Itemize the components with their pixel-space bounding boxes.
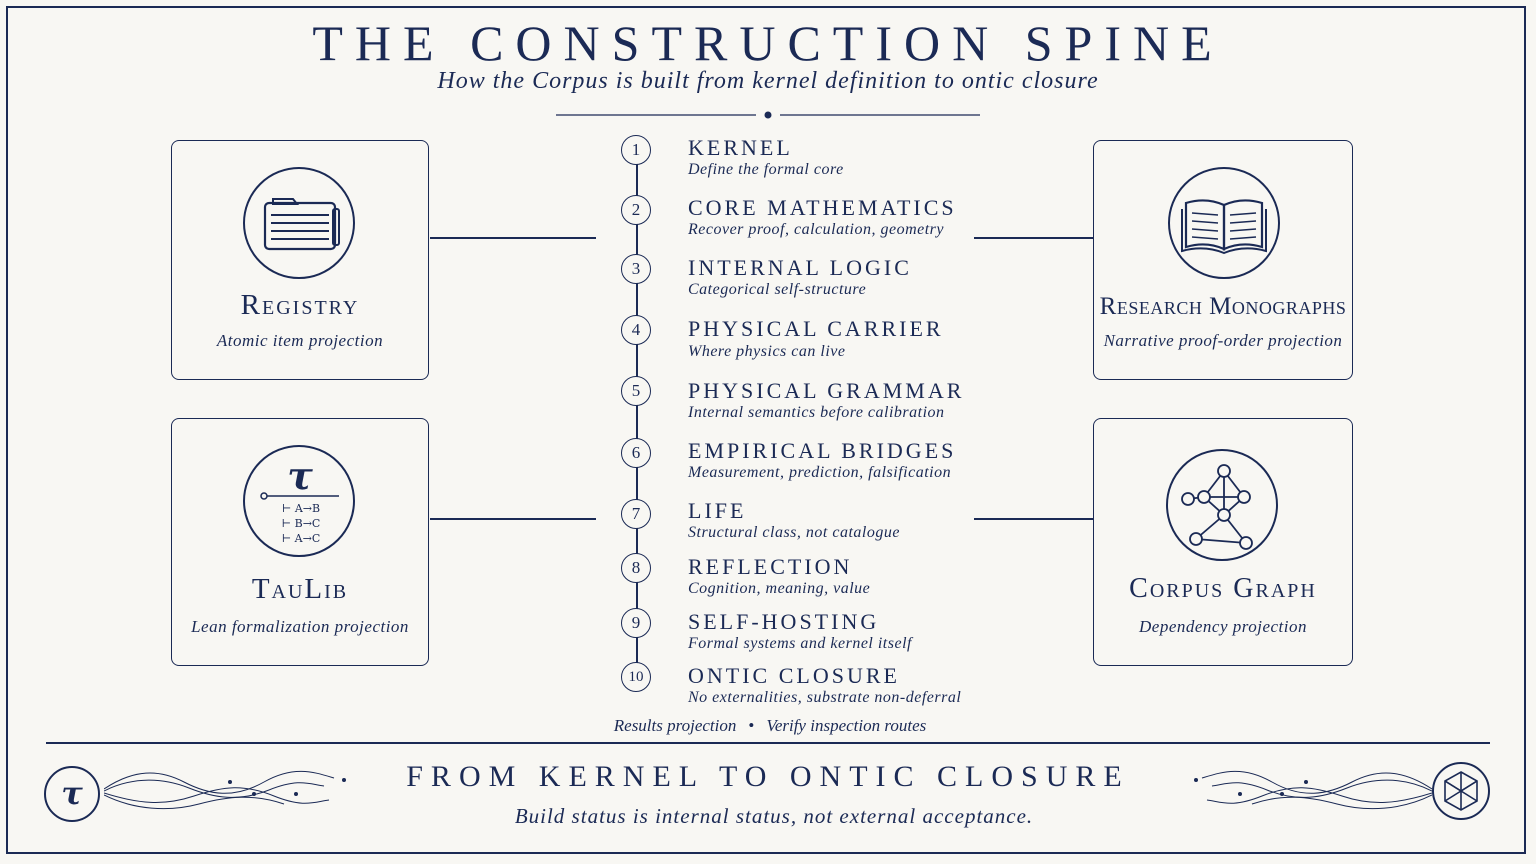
monographs-connector: [974, 237, 1093, 239]
step-number: 5: [621, 376, 651, 406]
footer-subtitle: Build status is internal status, not ext…: [514, 804, 1034, 828]
registry-connector: [430, 237, 596, 239]
step-number: 9: [621, 608, 651, 638]
network-graph-icon: [1181, 464, 1253, 550]
corpus-graph-name: Corpus Graph: [1129, 573, 1317, 604]
corpus-graph-connector: [974, 518, 1093, 520]
step-number: 10: [621, 662, 651, 692]
page-frame: [6, 6, 1526, 854]
folder-icon: [263, 198, 340, 251]
corpus-graph-description: Dependency projection: [1139, 617, 1307, 636]
footer-title: FROM KERNEL TO ONTIC CLOSURE: [406, 760, 1130, 793]
spine-line: [636, 160, 638, 668]
registry-description: Atomic item projection: [216, 331, 384, 350]
step-description: Where physics can live: [688, 343, 846, 360]
step-title: PHYSICAL GRAMMAR: [688, 378, 965, 403]
monographs-icon-circle: [1168, 167, 1280, 279]
step-number: 1: [621, 135, 651, 165]
registry-icon-circle: [243, 167, 355, 279]
step-number: 6: [621, 438, 651, 468]
step-description: No externalities, substrate non-deferral: [688, 689, 962, 706]
step-number: 4: [621, 315, 651, 345]
left-wave-ornament: [104, 770, 346, 810]
step-description: Structural class, not catalogue: [688, 524, 900, 541]
monographs-description: Narrative proof-order projection: [1103, 331, 1343, 350]
proof-line-3: ⊢ A→C: [282, 532, 321, 545]
registry-name: Registry: [240, 289, 360, 321]
step-title: KERNEL: [688, 135, 793, 160]
step-title: REFLECTION: [688, 554, 853, 579]
step-title: EMPIRICAL BRIDGES: [688, 438, 957, 463]
page-title: THE CONSTRUCTION SPINE: [312, 15, 1224, 71]
step-description: Categorical self-structure: [688, 281, 867, 298]
lattice-cube-icon: [1432, 762, 1490, 820]
registry-card[interactable]: Registry Atomic item projection: [171, 140, 429, 380]
proof-line-1: ⊢ A→B: [282, 502, 320, 515]
step-number: 7: [621, 499, 651, 529]
taulib-name: TauLib: [251, 573, 349, 605]
research-monographs-card[interactable]: Research Monographs Narrative proof-orde…: [1093, 140, 1353, 380]
page-subtitle: How the Corpus is built from kernel defi…: [437, 68, 1099, 94]
right-wave-ornament: [1194, 770, 1432, 810]
step-description: Formal systems and kernel itself: [688, 635, 912, 652]
step-description: Internal semantics before calibration: [688, 404, 945, 421]
step-description: Define the formal core: [688, 161, 844, 178]
step-title: INTERNAL LOGIC: [688, 255, 912, 280]
results-line: Results projection • Verify inspection rou…: [0, 716, 1536, 736]
taulib-symbol: τ: [287, 453, 313, 498]
step-title: CORE MATHEMATICS: [688, 195, 957, 220]
taulib-connector: [430, 518, 596, 520]
monographs-name: Research Monographs: [1099, 293, 1347, 320]
taulib-icon-circle: τ ⊢ A→B ⊢ B→C ⊢ A→C: [243, 445, 355, 557]
proof-line-2: ⊢ B→C: [282, 517, 321, 530]
step-number: 8: [621, 553, 651, 583]
step-title: SELF-HOSTING: [688, 609, 880, 634]
corpus-graph-card[interactable]: Corpus Graph Dependency projection: [1093, 418, 1353, 666]
step-title: LIFE: [688, 498, 747, 523]
step-title: PHYSICAL CARRIER: [688, 316, 944, 341]
results-projection-link[interactable]: Results projection: [613, 716, 737, 735]
footer-rule: [46, 742, 1490, 744]
step-description: Measurement, prediction, falsification: [688, 464, 952, 481]
verify-routes-link[interactable]: Verify inspection routes: [766, 716, 927, 735]
open-book-icon: [1181, 199, 1267, 255]
tau-icon: τ: [44, 766, 100, 822]
results-separator: •: [748, 716, 755, 735]
step-title: ONTIC CLOSURE: [688, 663, 900, 688]
step-number: 2: [621, 195, 651, 225]
taulib-card[interactable]: τ ⊢ A→B ⊢ B→C ⊢ A→C TauLib Lean formaliz…: [171, 418, 429, 666]
tau-proof-icon: τ ⊢ A→B ⊢ B→C ⊢ A→C: [260, 453, 339, 545]
title-divider: [556, 111, 980, 119]
step-number: 3: [621, 254, 651, 284]
graph-icon-circle: [1166, 449, 1278, 561]
step-description: Recover proof, calculation, geometry: [688, 221, 944, 238]
taulib-description: Lean formalization projection: [191, 617, 409, 636]
step-description: Cognition, meaning, value: [688, 580, 871, 597]
